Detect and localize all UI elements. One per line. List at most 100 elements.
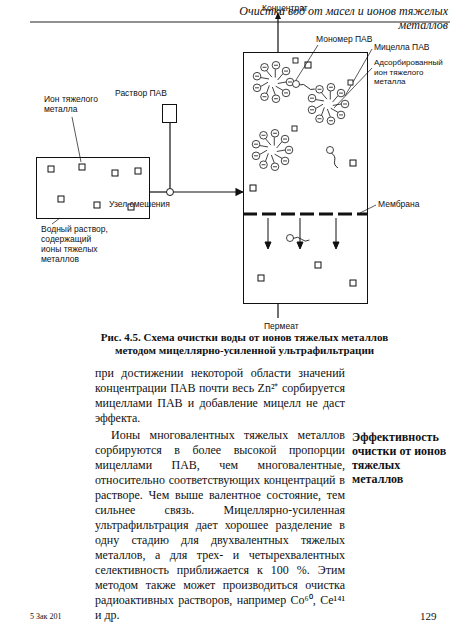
- surfactant-tail: [275, 69, 276, 77]
- surfactant-tail: [333, 104, 341, 105]
- surfactant-head: [337, 111, 345, 119]
- permeate-pipe: [277, 304, 278, 318]
- monomer-tail: [330, 153, 339, 169]
- surfactant-tail: [274, 137, 275, 145]
- node-label: Пермеат: [264, 321, 299, 331]
- surfactant-tail: [261, 78, 269, 79]
- minus-sign: [273, 133, 277, 134]
- surfactant-monomer: [293, 81, 300, 88]
- monomer-tail: [299, 83, 315, 90]
- surfactant-head: [327, 117, 335, 125]
- minus-sign: [310, 98, 314, 99]
- minus-sign: [255, 76, 259, 77]
- node-label: Раствор ПАВ: [115, 88, 167, 98]
- surfactant-head: [327, 83, 335, 91]
- callout-label: Адсорбированный ион тяжелого металла: [374, 58, 446, 87]
- surfactant-tail: [272, 87, 275, 95]
- surfactant-head: [252, 140, 260, 148]
- margin-note: Эффективность очистки от ионов тяжелых м…: [352, 430, 447, 486]
- surfactant-tail: [266, 153, 269, 161]
- minus-sign: [254, 155, 258, 156]
- surfactant-tail: [275, 154, 282, 158]
- surfactant-tail: [333, 96, 338, 102]
- surfactant-head: [285, 146, 293, 154]
- surfactant-head: [260, 161, 268, 169]
- flow-arrows: [265, 218, 339, 249]
- surfactant-tail: [266, 139, 271, 145]
- surfactant-head: [253, 84, 261, 92]
- header-rule: [30, 22, 450, 23]
- surfactant-tail: [327, 109, 330, 117]
- micelles: [252, 58, 353, 242]
- minus-sign: [263, 67, 267, 68]
- surfactant-head: [308, 94, 316, 102]
- surfactant-head: [271, 129, 279, 137]
- minus-sign: [287, 150, 291, 151]
- adsorbed-ion: [292, 126, 297, 131]
- surfactant-tail: [316, 100, 324, 101]
- surfactant-box: Раствор ПАВ: [162, 104, 177, 123]
- surfactant-tail: [322, 107, 325, 115]
- surfactant-tail: [260, 146, 268, 147]
- surfactant-monomer: [287, 235, 294, 242]
- minus-sign: [329, 87, 333, 88]
- surfactant-head: [316, 115, 324, 123]
- callout-label: Мономер ПАВ: [316, 34, 372, 44]
- minus-sign: [288, 82, 292, 83]
- footer-note: 5 Зак 201: [30, 612, 61, 621]
- minus-sign: [274, 65, 278, 66]
- minus-sign: [262, 135, 266, 136]
- running-head: Очистка вод от масел и ионов тяжелых мет…: [228, 4, 448, 32]
- surfactant-head: [260, 131, 268, 139]
- surfactant-tail: [276, 86, 283, 90]
- minus-sign: [262, 164, 266, 165]
- minus-sign: [255, 87, 259, 88]
- ultrafiltration-cell: КонцентратПермеат: [243, 52, 368, 304]
- pipe-connector: [174, 191, 243, 192]
- surfactant-tail: [278, 74, 283, 80]
- surfactant-head: [282, 89, 290, 97]
- minus-sign: [339, 114, 343, 115]
- surfactant-tail: [278, 82, 286, 83]
- surfactant-tail: [331, 108, 338, 112]
- body-paragraph: при достижении некоторой области значени…: [95, 366, 345, 426]
- minus-sign: [273, 166, 277, 167]
- minus-sign: [283, 139, 287, 140]
- surfactant-monomer: [327, 147, 334, 154]
- surfactant-tail: [277, 142, 282, 148]
- surfactant-head: [253, 72, 261, 80]
- node-label: Водный раствор, содержащий ионы тяжелых …: [41, 224, 113, 264]
- surfactant-head: [281, 157, 289, 165]
- minus-sign: [318, 118, 322, 119]
- minus-sign: [329, 120, 333, 121]
- surfactant-tail: [277, 150, 285, 151]
- minus-sign: [263, 96, 267, 97]
- adsorbed-ion: [293, 58, 298, 63]
- surfactant-head: [252, 152, 260, 160]
- surfactant-tail: [267, 85, 270, 93]
- surfactant-head: [261, 93, 269, 101]
- monomer-tail: [293, 237, 309, 242]
- minus-sign: [310, 109, 314, 110]
- figure-caption: Рис. 4.5. Схема очистки воды от ионов тя…: [92, 331, 397, 357]
- page-number: 129: [420, 610, 437, 622]
- membrane: [243, 213, 368, 216]
- surfactant-head: [271, 163, 279, 171]
- node-label: Узел смешения: [109, 199, 170, 209]
- minus-sign: [343, 104, 347, 105]
- callout-label: Мембрана: [378, 199, 419, 209]
- leader-lines: [52, 45, 376, 224]
- surfactant-tail: [267, 71, 272, 77]
- surfactant-head: [341, 100, 349, 108]
- pipe-connector: [169, 123, 170, 188]
- surfactant-tail: [316, 104, 323, 108]
- minus-sign: [318, 89, 322, 90]
- minus-sign: [284, 71, 288, 72]
- callout-label: Мицелла ПАВ: [374, 42, 430, 52]
- minus-sign: [284, 92, 288, 93]
- minus-sign: [274, 98, 278, 99]
- surfactant-tail: [322, 93, 327, 99]
- source-tank: Водный раствор, содержащий ионы тяжелых …: [36, 157, 150, 219]
